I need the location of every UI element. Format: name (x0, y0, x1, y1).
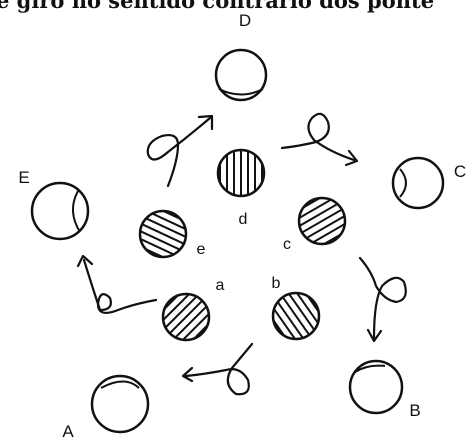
outer-circle-D: D (216, 11, 266, 100)
inner-circle-c: c (283, 189, 357, 253)
inner-label-e: e (197, 241, 206, 258)
loop-arrow-c-to-b-stroke (360, 258, 406, 338)
outer-label-E: E (18, 168, 29, 187)
loop-arrow-b-to-a-stroke (186, 344, 252, 394)
loop-arrow-e-to-d-stroke (148, 118, 210, 186)
outer-label-D: D (239, 11, 251, 30)
loop-arrow-a-to-e-stroke (84, 260, 156, 313)
outer-circle-E: E (18, 168, 88, 239)
loop-arrow-d-to-c (282, 114, 357, 165)
loop-arrow-c-to-b (360, 258, 406, 341)
inner-circle-a-stripes (151, 282, 220, 351)
outer-circle-D-ring (216, 50, 266, 100)
loop-arrow-d-to-c-stroke (282, 114, 354, 160)
outer-label-B: B (409, 401, 420, 420)
loop-arrow-e-to-d (148, 116, 212, 186)
outer-circle-B: B (350, 361, 421, 420)
outer-circle-A: A (62, 376, 148, 441)
inner-circle-d-stripes (220, 145, 262, 201)
loop-arrow-a-to-e (78, 256, 156, 313)
loop-arrow-b-to-a (183, 344, 252, 394)
inner-label-c: c (283, 236, 291, 253)
outer-circle-B-ring (350, 361, 402, 413)
outer-circle-C-arc (400, 169, 406, 197)
outer-circle-C: C (393, 158, 466, 208)
inner-circle-e: e (129, 203, 206, 265)
outer-label-C: C (454, 162, 466, 181)
inner-circle-d: d (218, 145, 264, 228)
outer-circle-C-ring (393, 158, 443, 208)
inner-label-b: b (272, 275, 281, 292)
outer-circle-A-ring (92, 376, 148, 432)
inner-label-a: a (216, 277, 225, 294)
inner-circle-b: b (263, 275, 330, 351)
outer-label-A: A (62, 422, 74, 441)
inner-label-d: d (239, 211, 248, 228)
outer-circle-E-arc (73, 191, 80, 232)
outer-circle-A-arc (101, 382, 139, 389)
inner-circle-a: a (151, 277, 224, 352)
